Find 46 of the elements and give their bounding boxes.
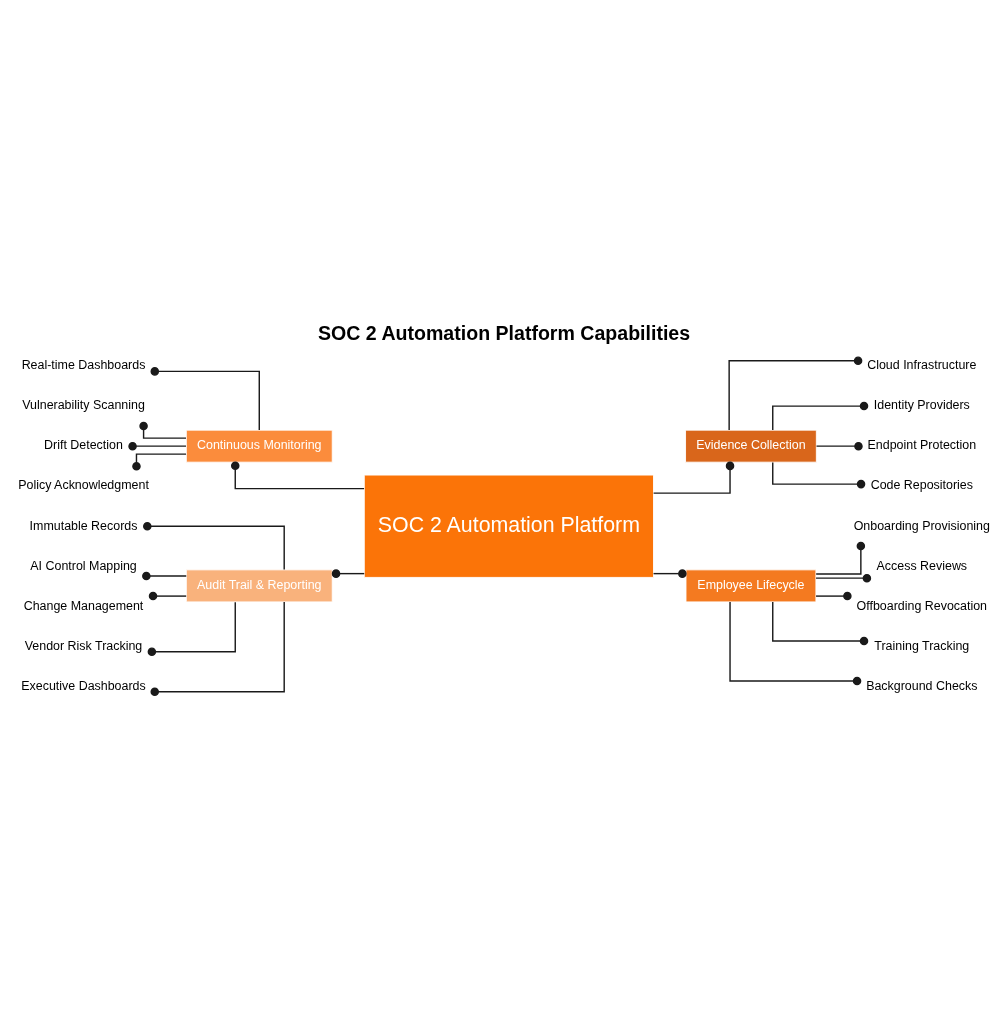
node-text: Identity Providers: [873, 398, 970, 413]
connector: [652, 461, 735, 494]
node-text: Onboarding Provisioning: [853, 518, 990, 533]
node-text: Vendor Risk Tracking: [24, 638, 143, 653]
node-box: Audit Trail & Reporting: [185, 569, 333, 603]
node-box: Continuous Monitoring: [185, 429, 333, 463]
node-box: Evidence Collection: [685, 429, 817, 463]
node-text: Drift Detection: [44, 438, 123, 453]
node-text: Change Management: [23, 598, 144, 613]
node-text: Real-time Dashboards: [21, 358, 146, 373]
connector: [652, 569, 687, 578]
node-text: AI Control Mapping: [30, 558, 137, 573]
connector: [815, 441, 863, 451]
node-text: Endpoint Protection: [867, 438, 977, 453]
node-text: Vulnerability Scanning: [22, 398, 145, 413]
connector: [815, 541, 866, 575]
connector: [147, 601, 236, 656]
connector: [729, 601, 862, 686]
connector: [772, 461, 866, 489]
node-text: Executive Dashboards: [21, 678, 146, 693]
connector: [772, 601, 869, 646]
connector: [150, 367, 260, 431]
connector: [142, 571, 187, 581]
node-text: Immutable Records: [29, 518, 138, 533]
connector: [150, 601, 285, 697]
connector: [148, 591, 187, 601]
node-text: Access Reviews: [876, 558, 968, 573]
connector: [331, 569, 365, 578]
node-box: SOC 2 Automation Platform: [363, 474, 654, 578]
node-text: Policy Acknowledgment: [18, 478, 149, 493]
connector: [139, 421, 187, 439]
diagram-title: SOC 2 Automation Platform Capabilities: [318, 321, 691, 344]
node-text: Cloud Infrastructure: [867, 358, 977, 373]
node-text: Background Checks: [866, 678, 978, 693]
connector: [132, 453, 187, 471]
node-box: Employee Lifecycle: [685, 569, 817, 603]
connector: [143, 521, 285, 571]
connector: [815, 573, 872, 583]
connector: [728, 356, 863, 431]
node-text: Offboarding Revocation: [856, 598, 988, 613]
connector: [128, 441, 187, 451]
connector: [772, 401, 869, 431]
connector: [231, 461, 365, 490]
node-text: Code Repositories: [870, 478, 973, 493]
connector: [815, 591, 852, 601]
node-text: Training Tracking: [874, 638, 970, 653]
